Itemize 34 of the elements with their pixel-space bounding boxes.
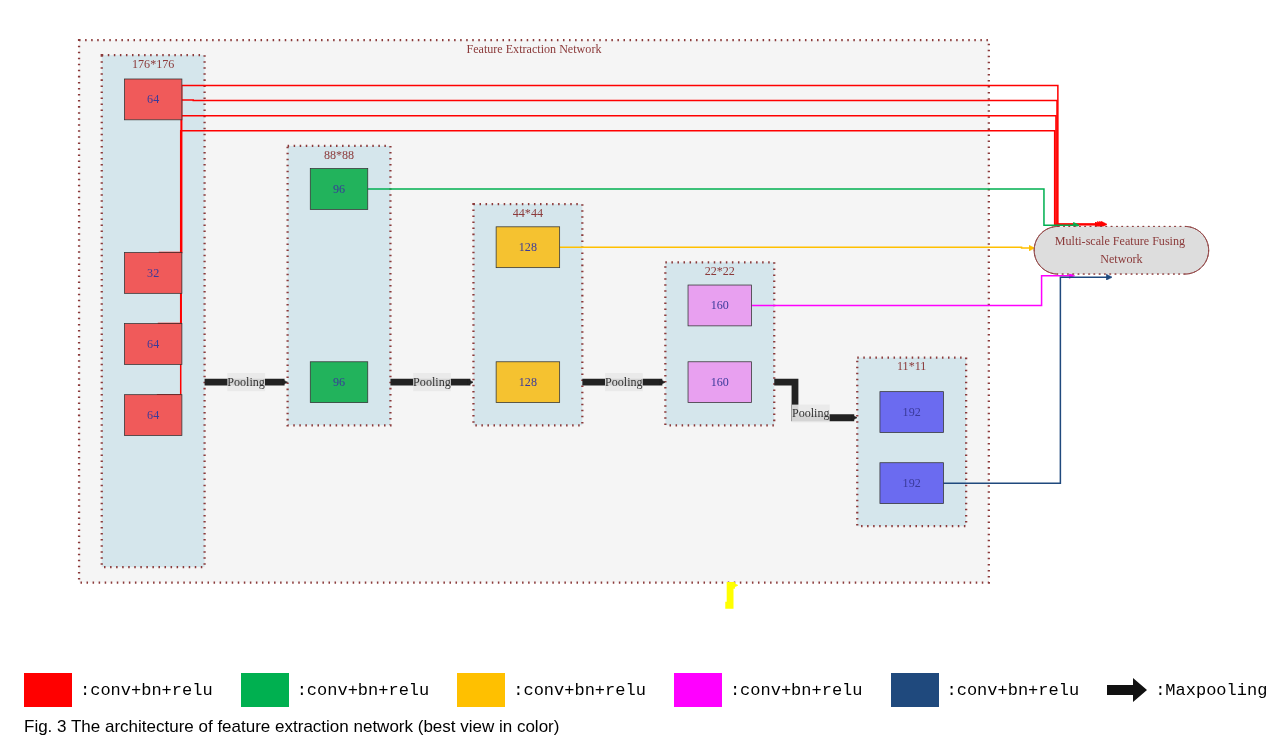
node-box: [123, 393, 182, 436]
legend-label: :conv+bn+relu: [296, 680, 430, 700]
cluster: [286, 144, 392, 426]
node-box: [123, 78, 182, 120]
node-box: [309, 167, 368, 210]
node-box: [123, 322, 182, 365]
legend-label: :conv+bn+relu: [946, 680, 1080, 700]
edge-label: Pooling: [604, 374, 643, 388]
arrow: [180, 98, 1106, 228]
edge-label: Pooling: [412, 374, 451, 388]
node-box: [879, 461, 944, 504]
arrow: [558, 244, 1035, 251]
node-box: [495, 225, 560, 268]
cluster: [663, 260, 775, 426]
edge-label: Pooling: [791, 406, 830, 420]
node-box: [123, 251, 182, 294]
cluster: [471, 202, 584, 426]
edge-label: Pooling: [226, 374, 265, 388]
cluster: [77, 38, 990, 584]
legend-label: :conv+bn+relu: [80, 680, 213, 700]
legend-label: :conv+bn+relu: [729, 680, 863, 700]
node-box: [687, 284, 752, 326]
cluster: [100, 53, 206, 568]
arrow: [724, 581, 738, 609]
legend-label: :conv+bn+relu: [513, 680, 646, 700]
arrow: [366, 187, 1080, 229]
node-box: [309, 360, 368, 403]
arrow: [942, 273, 1113, 484]
cluster: [855, 356, 967, 527]
legend-label: :Maxpooling: [1155, 680, 1268, 700]
node-box: [687, 360, 752, 403]
caption: Fig. 3 The architecture of feature extraction network (best view in color): [23, 716, 561, 738]
node-box: [879, 390, 944, 433]
node-box: [495, 360, 560, 403]
